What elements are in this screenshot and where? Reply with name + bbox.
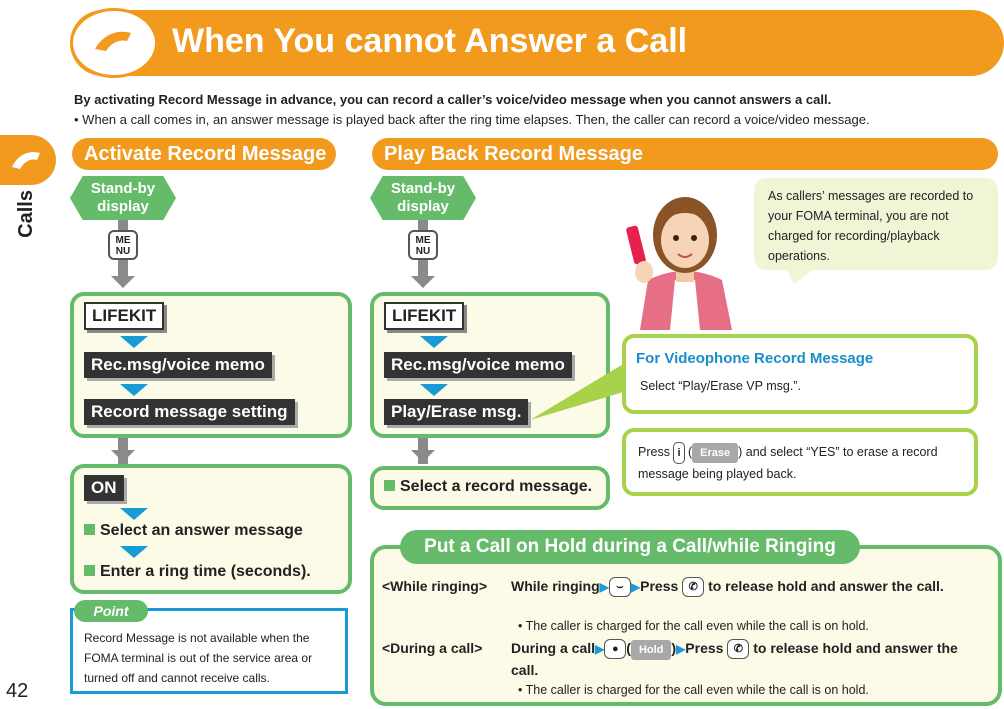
while-ringing-text: While ringing▶⌣▶Press ✆ to release hold … (511, 576, 981, 598)
playback-step-box-2 (370, 466, 610, 510)
callout-pointer (530, 360, 630, 420)
hold-key-icon: ⌣ (608, 577, 631, 598)
point-box (70, 608, 348, 694)
arrow-right-icon: ▶ (599, 580, 609, 594)
phone-icon (0, 135, 56, 185)
step-ring-time: Enter a ring time (seconds). (84, 563, 311, 581)
i-key-icon: i (673, 442, 685, 464)
arrow-down-icon (120, 336, 148, 348)
standby-display-label: Stand-by display (70, 176, 176, 220)
arrow-down-icon (120, 546, 148, 558)
menu-key-icon: ME NU (108, 230, 138, 260)
bullet-square-icon (384, 480, 395, 491)
arrow-right-icon: ▶ (676, 642, 686, 656)
during-call-text: During a call▶●(Hold)▶Press ✆ to release… (511, 639, 958, 678)
hold-box (370, 545, 1002, 706)
call-key-icon: ✆ (727, 639, 750, 660)
title-bar (70, 10, 1004, 76)
step-select-record: Select a record message. (384, 478, 592, 496)
videophone-text: Select “Play/Erase VP msg.”. (640, 379, 801, 393)
record-setting-menu-item: Record message setting (84, 399, 295, 425)
activate-step-box-2 (70, 464, 352, 594)
center-key-icon: ● (604, 639, 627, 660)
videophone-box (622, 334, 978, 414)
erase-text: Press i (Erase) and select “YES” to eras… (638, 442, 968, 484)
arrow-down-icon (120, 508, 148, 520)
woman-illustration (626, 197, 732, 330)
charge-note: As callers’ messages are recorded to you… (754, 178, 998, 270)
flow-arrow (111, 450, 135, 462)
step-select-answer: Select an answer message (84, 522, 303, 540)
play-erase-menu-item: Play/Erase msg. (384, 399, 529, 425)
note-tail (786, 268, 816, 284)
intro-text: • When a call comes in, an answer messag… (74, 112, 870, 127)
rec-msg-menu-item: Rec.msg/voice memo (84, 352, 272, 378)
side-label: Calls (15, 190, 37, 238)
arrow-right-icon: ▶ (595, 642, 605, 656)
lifekit-menu-item: LIFEKIT (84, 302, 165, 330)
playback-section-title: Play Back Record Message (372, 138, 998, 170)
flow-arrow (411, 276, 435, 288)
activate-section-title: Activate Record Message (72, 138, 336, 170)
intro-bold: By activating Record Message in advance,… (74, 92, 832, 107)
arrow-right-icon: ▶ (630, 580, 641, 594)
during-call-note: • The caller is charged for the call eve… (518, 683, 869, 697)
bullet-square-icon (84, 565, 95, 576)
flow-arrow (111, 276, 135, 288)
page-title: When You cannot Answer a Call (172, 22, 688, 60)
rec-msg-menu-item: Rec.msg/voice memo (384, 352, 572, 378)
point-text: Record Message is not available when the… (84, 631, 313, 685)
point-tag: Point (74, 600, 148, 622)
flow-arrow (411, 450, 435, 462)
arrow-down-icon (120, 384, 148, 396)
bullet-square-icon (84, 524, 95, 535)
call-key-icon: ✆ (682, 577, 705, 598)
phone-icon (70, 8, 158, 78)
lifekit-menu-item: LIFEKIT (384, 302, 465, 330)
videophone-title: For Videophone Record Message (636, 350, 874, 367)
hold-softkey: Hold (630, 640, 672, 660)
while-ringing-label: <While ringing> (382, 578, 488, 594)
during-call-label: <During a call> (382, 640, 483, 656)
menu-key-icon: ME NU (408, 230, 438, 260)
arrow-down-icon (420, 384, 448, 396)
erase-softkey: Erase (692, 443, 739, 463)
on-option: ON (84, 475, 124, 501)
page-number: 42 (6, 680, 29, 702)
hold-section-title: Put a Call on Hold during a Call/while R… (400, 530, 860, 564)
standby-display-label: Stand-by display (370, 176, 476, 220)
arrow-down-icon (420, 336, 448, 348)
while-ringing-note: • The caller is charged for the call eve… (518, 619, 869, 633)
